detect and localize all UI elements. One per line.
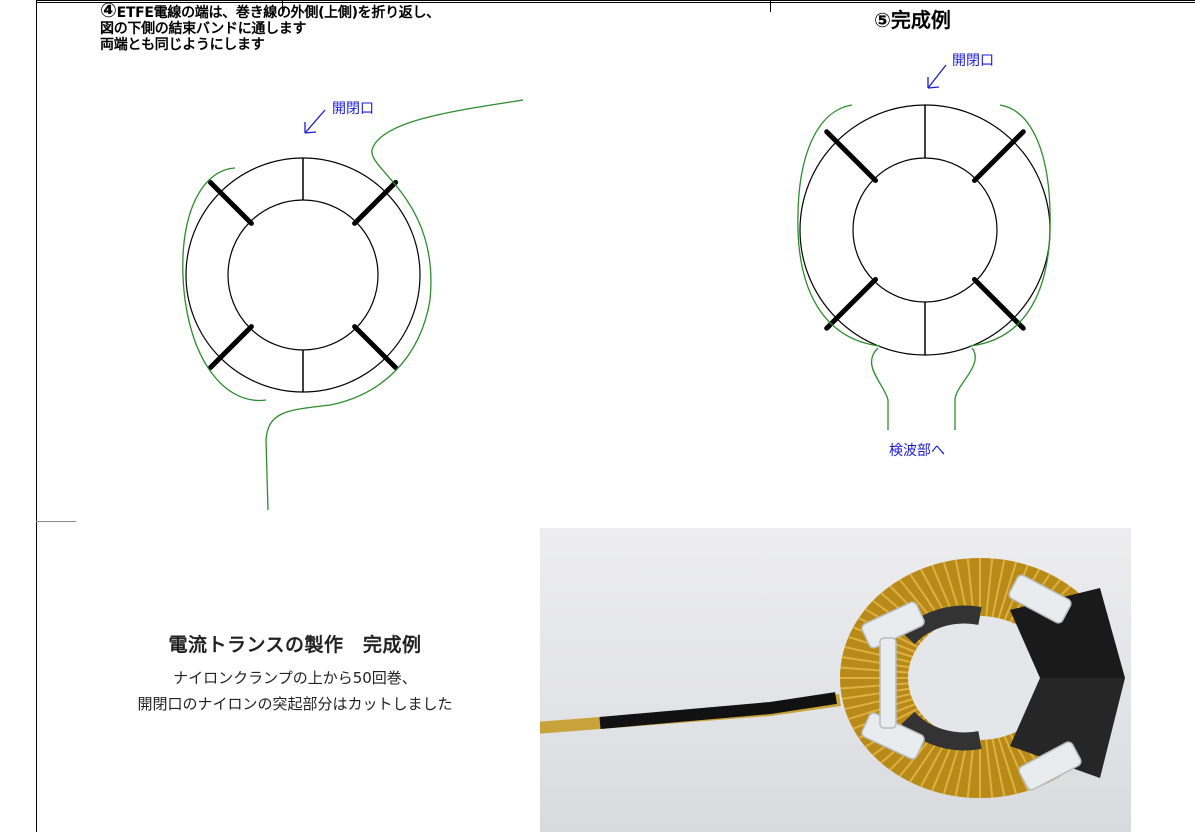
clamp-band (207, 324, 254, 371)
step4-line2: 図の下側の結束バンドに通します (100, 21, 307, 37)
frame-tick (770, 0, 771, 12)
coil-turn (841, 656, 910, 669)
coil-turn (997, 737, 1018, 795)
clamp-band (971, 276, 1026, 331)
frame-top-border (36, 0, 1195, 3)
core-hole (908, 616, 1052, 740)
coil-turn (844, 693, 911, 711)
coil-turn (840, 682, 909, 690)
coil-turn (844, 645, 911, 663)
nylon-clamp (861, 601, 925, 649)
opening-label-left: 開閉口 (332, 101, 374, 117)
caption-title: 電流トランスの製作 完成例 (168, 634, 422, 656)
caption-line2: 開閉口のナイロンの突起部分はカットしました (137, 695, 453, 713)
coil-turn (997, 561, 1018, 619)
to-detector-label: 検波部へ (889, 443, 945, 459)
frame-left-border (36, 0, 37, 832)
step4-line3: 両端とも同じようにします (100, 37, 265, 53)
core-segment (901, 711, 982, 751)
clamp-band (971, 129, 1026, 184)
frame-divider (36, 521, 76, 522)
frame-tick (282, 0, 283, 12)
coil-turn (991, 738, 1006, 797)
nylon-clamp (1008, 574, 1072, 624)
etfe-wire (797, 104, 1051, 430)
nylon-clamp (861, 712, 925, 760)
clamp-band (824, 129, 879, 184)
clamp-band (207, 179, 254, 226)
nylon-band (879, 637, 897, 729)
toroid-photo (540, 528, 1131, 832)
opening-arrow (927, 64, 947, 89)
coil-turn (841, 687, 910, 700)
coil-turn (991, 559, 1006, 618)
coil-turn (985, 558, 994, 617)
caption-line1: ナイロンクランプの上から50回巻、 (173, 669, 417, 687)
step4-number: ④ (100, 0, 117, 22)
clamp-band (824, 276, 879, 331)
etfe-wire (182, 99, 524, 511)
opening-label-right: 開閉口 (952, 53, 994, 69)
nylon-clamp (1018, 741, 1082, 791)
toroid-diagram-step5 (797, 64, 1051, 430)
step4-instructions: ④ETFE電線の端は、巻き線の外側(上側)を折り返し、 図の下側の結束バンドに通… (100, 0, 441, 53)
core-segment (901, 605, 982, 645)
clamp-band (352, 324, 399, 371)
coil-turn (840, 666, 909, 674)
cable-sleeve (599, 692, 837, 729)
toroid-diagram-step4 (182, 99, 524, 511)
toroid-photo-drawing (540, 558, 1125, 798)
photo-caption: 電流トランスの製作 完成例 ナイロンクランプの上から50回巻、 開閉口のナイロン… (60, 630, 530, 717)
clamp-band (352, 179, 399, 226)
step5-title: ⑤完成例 (874, 8, 951, 32)
coil-turn (985, 739, 994, 798)
core-exposed (1010, 678, 1125, 778)
opening-arrow (304, 109, 326, 134)
step4-line1: ETFE電線の端は、巻き線の外側(上側)を折り返し、 (116, 5, 441, 21)
